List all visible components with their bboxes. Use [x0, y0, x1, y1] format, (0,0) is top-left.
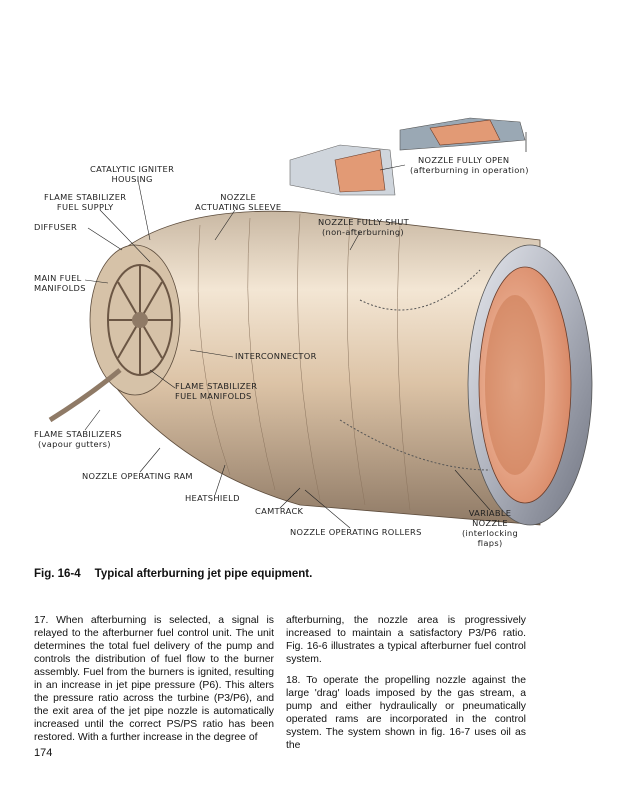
label-interconnector: INTERCONNECTOR — [235, 351, 317, 361]
label-nozzle-fully-open: NOZZLE FULLY OPEN(afterburning in operat… — [410, 155, 529, 175]
label-diffuser: DIFFUSER — [34, 222, 78, 232]
label-nozzle-operating-rollers: NOZZLE OPERATING ROLLERS — [290, 527, 422, 537]
label-camtrack: CAMTRACK — [255, 506, 304, 516]
figure-caption: Fig. 16-4 Typical afterburning jet pipe e… — [34, 568, 312, 580]
label-nozzle-fully-shut: NOZZLE FULLY SHUT(non-afterburning) — [318, 217, 410, 237]
paragraph-17: 17. When afterburning is selected, a sig… — [34, 615, 274, 743]
page-number: 174 — [34, 747, 53, 759]
paragraph-18: 18. To operate the propelling nozzle aga… — [286, 675, 526, 751]
jet-pipe-drawing — [48, 117, 593, 529]
label-heatshield: HEATSHIELD — [185, 493, 240, 503]
label-flame-stabilizers: FLAME STABILIZERS(vapour gutters) — [34, 429, 122, 449]
paragraph-17-continued: afterburning, the nozzle area is progres… — [286, 615, 526, 665]
label-nozzle-operating-ram: NOZZLE OPERATING RAM — [82, 471, 193, 481]
body-column-left: 17. When afterburning is selected, a sig… — [34, 614, 274, 752]
caption-text: Typical afterburning jet pipe equipment. — [94, 568, 313, 580]
caption-number: Fig. 16-4 — [34, 568, 81, 580]
body-column-right: afterburning, the nozzle area is progres… — [286, 614, 526, 760]
nozzle-shut-inset — [289, 144, 396, 196]
nozzle-open-inset — [399, 117, 527, 152]
